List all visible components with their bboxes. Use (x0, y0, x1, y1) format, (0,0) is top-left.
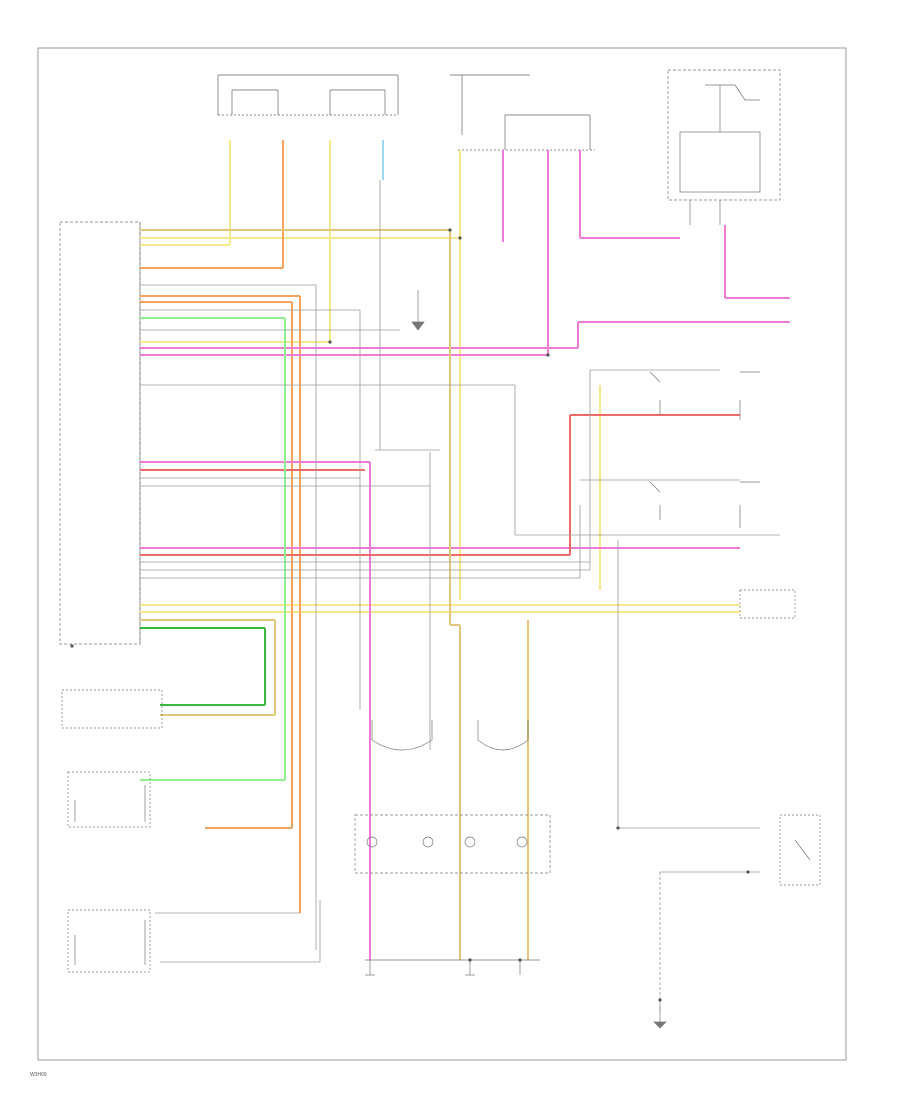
wire-red (140, 414, 740, 556)
control-module-connector (59, 221, 141, 645)
diagram-frame (37, 47, 847, 1061)
splice-dots (70, 228, 750, 1002)
wire-yellow (140, 140, 740, 613)
ignition-switch-block (450, 74, 595, 151)
wire-tan (140, 229, 529, 960)
wire-orange (140, 140, 301, 913)
fuse-block-top (217, 74, 399, 116)
wire-green (140, 317, 286, 781)
relay-box-top-right (667, 69, 781, 225)
wire-gray (140, 180, 780, 1010)
sensor-boxes-left (61, 689, 163, 973)
wire-pink (140, 150, 790, 960)
right-connectors (649, 371, 821, 886)
ground-symbol-bottom (653, 1005, 667, 1029)
diagram-code: W3H09 (30, 1072, 47, 1078)
inflator-modules-bottom (354, 720, 551, 976)
wire-dark-green (140, 627, 266, 706)
ground-symbol-center (411, 290, 425, 331)
